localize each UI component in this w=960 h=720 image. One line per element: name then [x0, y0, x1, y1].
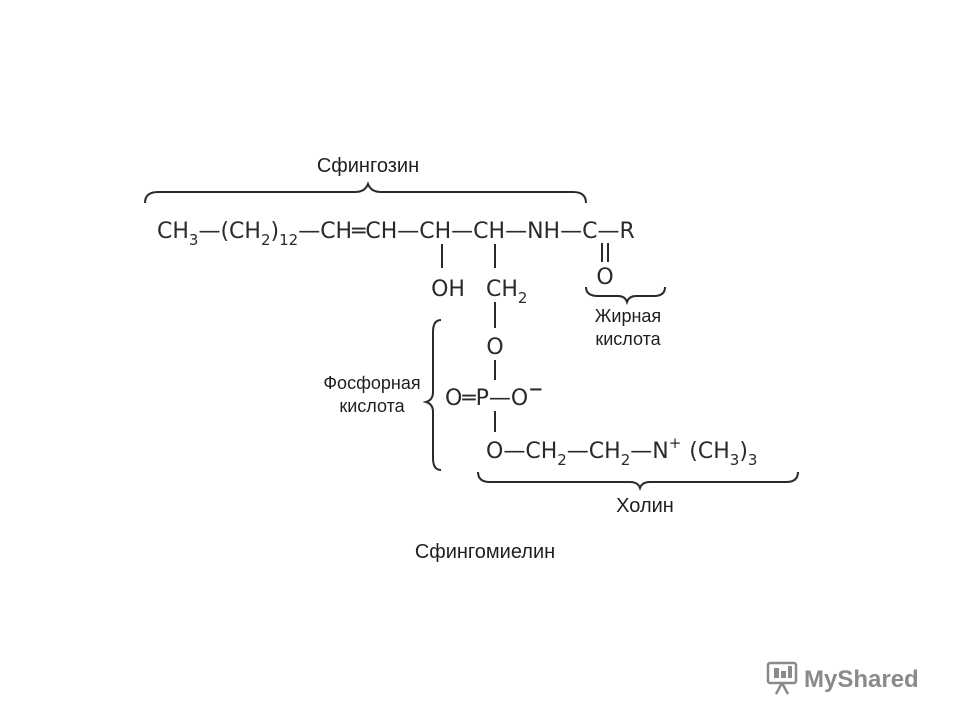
phosphoric-acid-label-line1: Фосфорная: [323, 373, 420, 393]
trimethyl-close: ): [739, 439, 748, 464]
trimethyl-sub: 3: [730, 451, 740, 469]
ch2-open: (CH: [220, 219, 261, 244]
fatty-acid-label-line1: Жирная: [595, 306, 661, 326]
choline-bond-3: —: [630, 439, 652, 464]
phosphate-row: O═P—O−: [445, 379, 543, 411]
choline-bond-2: —: [567, 439, 589, 464]
ch2-link-text: CH: [486, 277, 518, 302]
presentation-board-icon: [766, 661, 798, 695]
phosphate-o-minus: O: [511, 386, 528, 411]
watermark-logo: MyShared: [766, 661, 919, 695]
bond-dash-6: —: [560, 219, 582, 244]
ester-oxygen: O: [486, 335, 503, 360]
ch2-link: CH2: [486, 277, 527, 307]
bond-dash-7: —: [597, 219, 619, 244]
choline-ch2-a: CH: [525, 439, 557, 464]
bond-dash-1: —: [198, 219, 220, 244]
bond-dash-3: —: [397, 219, 419, 244]
trimethyl-open: (CH: [689, 439, 730, 464]
choline-row: O—CH2—CH2—N+(CH3)3: [486, 434, 757, 469]
choline-ch2-b-sub: 2: [621, 451, 631, 469]
sphingosine-brace: [144, 181, 587, 204]
ch2-close: ): [271, 219, 280, 244]
hydroxyl-group: OH: [431, 277, 465, 302]
r-group: R: [619, 219, 634, 244]
ch2-link-subscript: 2: [518, 289, 528, 307]
watermark-text: MyShared: [804, 666, 919, 693]
phosphoric-acid-label-line2: кислота: [339, 396, 405, 416]
choline-ch2-b: CH: [589, 439, 621, 464]
phosphoric-acid-brace: [422, 319, 442, 471]
bond-dash-5: —: [505, 219, 527, 244]
phosphorus: P: [476, 386, 489, 411]
fatty-acid-label-line2: кислота: [595, 329, 661, 349]
choline-label: Холин: [616, 495, 674, 517]
ch-amide-carbon: CH: [473, 219, 505, 244]
ch2-subscript: 2: [261, 231, 271, 249]
choline-brace: [477, 471, 799, 492]
choline-bond-1: —: [503, 439, 525, 464]
ch3-subscript: 3: [189, 231, 199, 249]
nh-group: NH: [527, 219, 560, 244]
carbonyl-oxygen: O: [596, 265, 613, 290]
diagram-caption: Сфингомиелин: [415, 541, 555, 563]
ch-double-ch: CH═CH: [320, 219, 397, 244]
nitrogen-charge: +: [669, 434, 682, 452]
choline-oxygen: O: [486, 439, 503, 464]
ch3-group: CH: [157, 219, 189, 244]
choline-ch2-a-sub: 2: [557, 451, 567, 469]
bond-dash-2: —: [298, 219, 320, 244]
fatty-acid-brace: [585, 286, 666, 306]
p-o-bond: —: [489, 386, 511, 411]
carbonyl-carbon: C: [582, 219, 597, 244]
ch-hydroxyl-carbon: CH: [419, 219, 451, 244]
bond-dash-4: —: [451, 219, 473, 244]
ch2-count: 12: [279, 231, 298, 249]
phosphate-double-o: O: [445, 386, 462, 411]
trimethyl-count: 3: [748, 451, 758, 469]
sphingosine-label: Сфингозин: [317, 155, 419, 177]
p-double-bond: ═: [461, 386, 476, 411]
phosphate-charge: −: [528, 379, 543, 400]
choline-nitrogen: N: [652, 439, 668, 464]
main-chain: CH3—(CH2)12—CH═CH—CH—CH—NH—C—R: [157, 219, 635, 249]
